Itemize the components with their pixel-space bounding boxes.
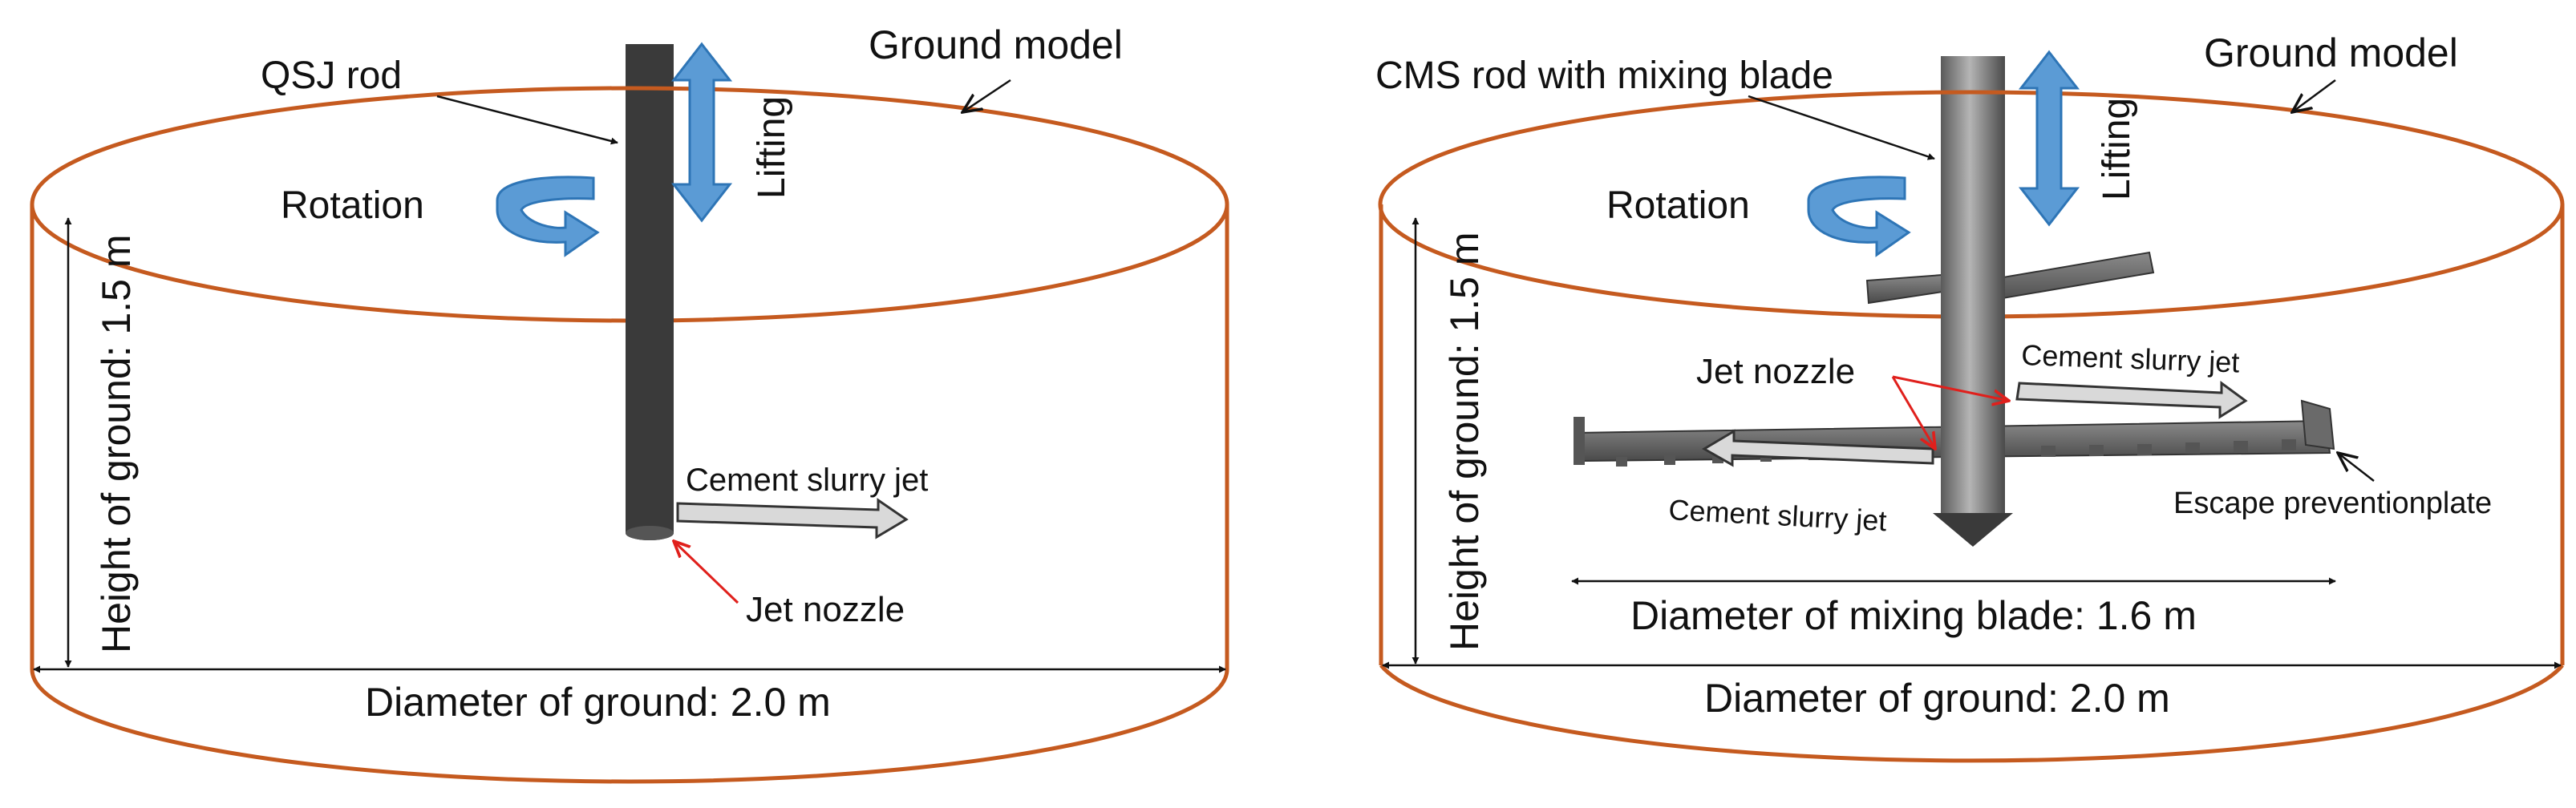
ground-cylinder-left — [30, 204, 1229, 784]
diameter-label-right: Diameter of ground: 2.0 m — [1704, 676, 2170, 721]
height-label-left: Height of ground: 1.5 m — [94, 234, 139, 653]
rod-front-segment — [626, 317, 674, 325]
escape-plate-pointer — [2338, 453, 2375, 482]
lifting-label-right: Lifting — [2096, 98, 2138, 200]
cement-jet-arrow-lower — [1702, 429, 1934, 467]
cement-jet-arrow-upper — [2015, 381, 2248, 419]
rod-label-pointer — [1748, 95, 1935, 160]
rod-label-pointer — [436, 95, 618, 145]
rod-tip — [1933, 513, 2013, 547]
jet-label-right-lower: Cement slurry jet — [1668, 493, 1888, 537]
cylinder-bottom-arc — [30, 669, 1229, 784]
rotation-arrow — [496, 176, 600, 257]
rotation-label-right: Rotation — [1606, 184, 1750, 227]
cylinder-bottom-arc — [1379, 664, 2564, 763]
ground-model-pointer — [2292, 79, 2336, 112]
right-panel: CMS rod with mixing blade Ground model R… — [1375, 30, 2565, 763]
left-panel: QSJ rod Ground model Rotation Lifting He… — [30, 22, 1229, 784]
qsj-rod-label: QSJ rod — [261, 55, 402, 97]
nozzle-label-right: Jet nozzle — [1696, 352, 1855, 391]
ground-model-pointer — [962, 79, 1011, 112]
left-end-plate — [1574, 417, 1585, 465]
rotation-label-left: Rotation — [281, 184, 424, 227]
escape-plate-label: Escape preventionplate — [2173, 487, 2492, 520]
height-label-right: Height of ground: 1.5 m — [1442, 232, 1487, 651]
nozzle-pointer-lower — [1891, 376, 1935, 449]
diameter-label-left: Diameter of ground: 2.0 m — [365, 680, 831, 725]
jet-label-left: Cement slurry jet — [686, 463, 928, 498]
jet-label-right-upper: Cement slurry jet — [2021, 338, 2240, 378]
nozzle-pointer — [674, 541, 739, 604]
cms-rod-label: CMS rod with mixing blade — [1375, 55, 1833, 97]
rod-front-segment — [1941, 311, 2005, 321]
lifting-label-left: Lifting — [751, 96, 793, 199]
ground-cylinder-right — [1379, 204, 2565, 763]
rotation-arrow — [1807, 176, 1911, 257]
ground-model-label-left: Ground model — [869, 22, 1123, 67]
rod-bottom-cap — [626, 526, 674, 540]
blade-diameter-label: Diameter of mixing blade: 1.6 m — [1630, 593, 2197, 638]
nozzle-pointer-upper — [1892, 375, 2009, 401]
lifting-arrow — [670, 42, 733, 223]
ground-model-label-right: Ground model — [2204, 30, 2458, 75]
escape-prevention-plate — [2300, 399, 2335, 450]
lifting-arrow — [2018, 50, 2080, 227]
nozzle-label-left: Jet nozzle — [746, 590, 905, 629]
upper-blade-left — [1865, 273, 1954, 305]
cement-jet-arrow — [676, 498, 909, 539]
cms-rod — [1941, 56, 2005, 513]
qsj-rod — [626, 44, 674, 540]
